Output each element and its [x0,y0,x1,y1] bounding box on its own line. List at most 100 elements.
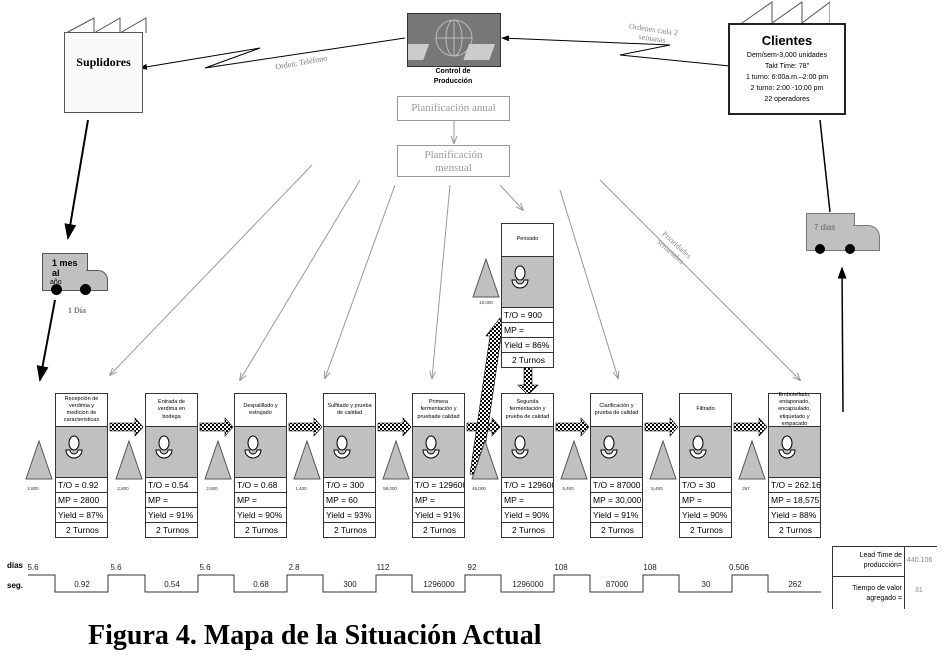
days-value: 5.6 [110,563,122,572]
push-arrow-icon [644,417,679,437]
push-arrow-from-pensado [517,364,539,396]
customers-title: Clientes [761,33,813,48]
inventory-count: 5,400 [562,486,574,491]
days-value: 112 [376,563,390,572]
process-title: Sulfitado y prueba de calidad [323,393,376,427]
customer-info-line: Dem/sem-3,000 unidades [746,52,828,59]
inventory-count: 2,800 [117,486,129,491]
cycle-time: T/O = 0.68 [234,478,287,493]
supplier-truck-cab [86,270,108,291]
seconds-value: 87000 [605,580,629,589]
process-title: Primera fermentación y pruebade calidad [412,393,465,427]
timeline-step-line [28,574,821,593]
suppliers-roof-icon [65,17,147,34]
yield: Yield = 91% [145,508,198,523]
shifts: 2 Turnos [412,523,465,538]
lead-time-value: 440.106 [907,557,933,564]
process-box[interactable]: Primera fermentación y pruebade calidad … [412,393,465,538]
process-box[interactable]: Sulfitado y prueba de calidad T/O = 300 … [323,393,376,538]
raw-material: MP = 18,575 [768,493,821,508]
figure-title: Figura 4. Mapa de la Situación Actual [88,620,542,651]
production-control-label: Control de Producción [405,67,501,87]
customers-roof-icon [741,1,830,24]
operator-icon [689,435,707,459]
shifts: 2 Turnos [234,523,287,538]
inventory-count: 2,800 [206,486,218,491]
process-box[interactable]: Embotellado, entaponado, encapsulado, et… [768,392,821,538]
truck-label-line1: 1 mes al [52,258,78,278]
yield: Yield = 86% [501,338,554,353]
seconds-value: 0.54 [164,580,180,589]
push-arrow-icon [109,417,144,437]
raw-material: MP = 30,000 [590,493,643,508]
days-value: 5.6 [199,563,211,572]
process-box[interactable]: Recepción de verdimia y medicion de cara… [55,393,108,538]
seconds-value: 1296000 [512,580,544,589]
operator-icon [511,435,529,459]
wheel-icon [815,244,825,254]
process-box[interactable]: Despalillado y estrujado T/O = 0.68 MP =… [234,393,287,538]
inventory-count: 46,000 [472,486,486,491]
days-value: 5.6 [27,563,39,572]
suppliers-factory: Suplidores [64,32,143,113]
process-box[interactable]: Segunda fermentación y prueba de calidad… [501,393,554,538]
annual-planning-box: Planificación anual [397,96,510,121]
shifts: 2 Turnos [145,523,198,538]
lead-time-label-1: Lead Time de [859,552,902,559]
operator-area [323,427,376,478]
seconds-value: 30 [701,580,711,589]
shifts: 2 Turnos [768,523,821,538]
cycle-time: T/O = 1296000 [501,478,554,493]
cycle-time: T/O = 30 [679,478,732,493]
shifts: 2 Turnos [679,523,732,538]
operator-icon [600,435,618,459]
push-arrow-icon [733,417,768,437]
wheel-icon [845,244,855,254]
inventory-triangle-icon [738,440,766,480]
operator-area [501,427,554,478]
inventory-count: 56,000 [383,486,397,491]
push-arrow-icon [288,417,323,437]
raw-material: MP = [412,493,465,508]
shifts: 2 Turnos [590,523,643,538]
days-value: 92 [467,563,477,572]
push-arrow-icon [199,417,234,437]
operator-icon [333,435,351,459]
yield: Yield = 91% [412,508,465,523]
inventory-count: 2,800 [27,486,39,491]
process-title: Pensado [501,223,554,257]
days-value: 108 [554,563,568,572]
inventory-count: 10,000 [479,300,493,305]
seconds-value: 300 [343,580,357,589]
process-title: Embotellado, entaponado, encapsulado, et… [768,392,821,427]
supplier-transit-label: 1 Día [68,306,86,315]
process-box[interactable]: Filtrado T/O = 30 MP = Yield = 90% 2 Tur… [679,393,732,538]
process-box[interactable]: Entrada de verdima en bodega T/O = 0.54 … [145,393,198,538]
operator-area [412,427,465,478]
seconds-value: 262 [788,580,802,589]
operator-area [234,427,287,478]
operator-icon [65,435,83,459]
operator-icon [778,435,796,459]
operator-icon [422,435,440,459]
cycle-time: T/O = 1296000 [412,478,465,493]
inventory-count: 267 [742,486,750,491]
operator-icon [244,435,262,459]
yield: Yield = 90% [679,508,732,523]
customer-truck: 7 dias [806,213,855,251]
process-title: Entrada de verdima en bodega [145,393,198,427]
process-title: Segunda fermentación y prueba de calidad [501,393,554,427]
customer-info-line: 22 operadores [764,96,810,103]
operator-icon [155,435,173,459]
yield: Yield = 90% [501,508,554,523]
process-box-pensado[interactable]: Pensado T/O = 900 MP = Yield = 86% 2 Tur… [501,223,554,368]
inventory-triangle-icon [25,440,53,480]
days-value: 0.506 [728,563,750,572]
operator-area [501,257,554,308]
process-box[interactable]: Clarificación y prueba de calidad T/O = … [590,393,643,538]
yield: Yield = 90% [234,508,287,523]
lead-time-label-2: producción= [863,562,902,569]
